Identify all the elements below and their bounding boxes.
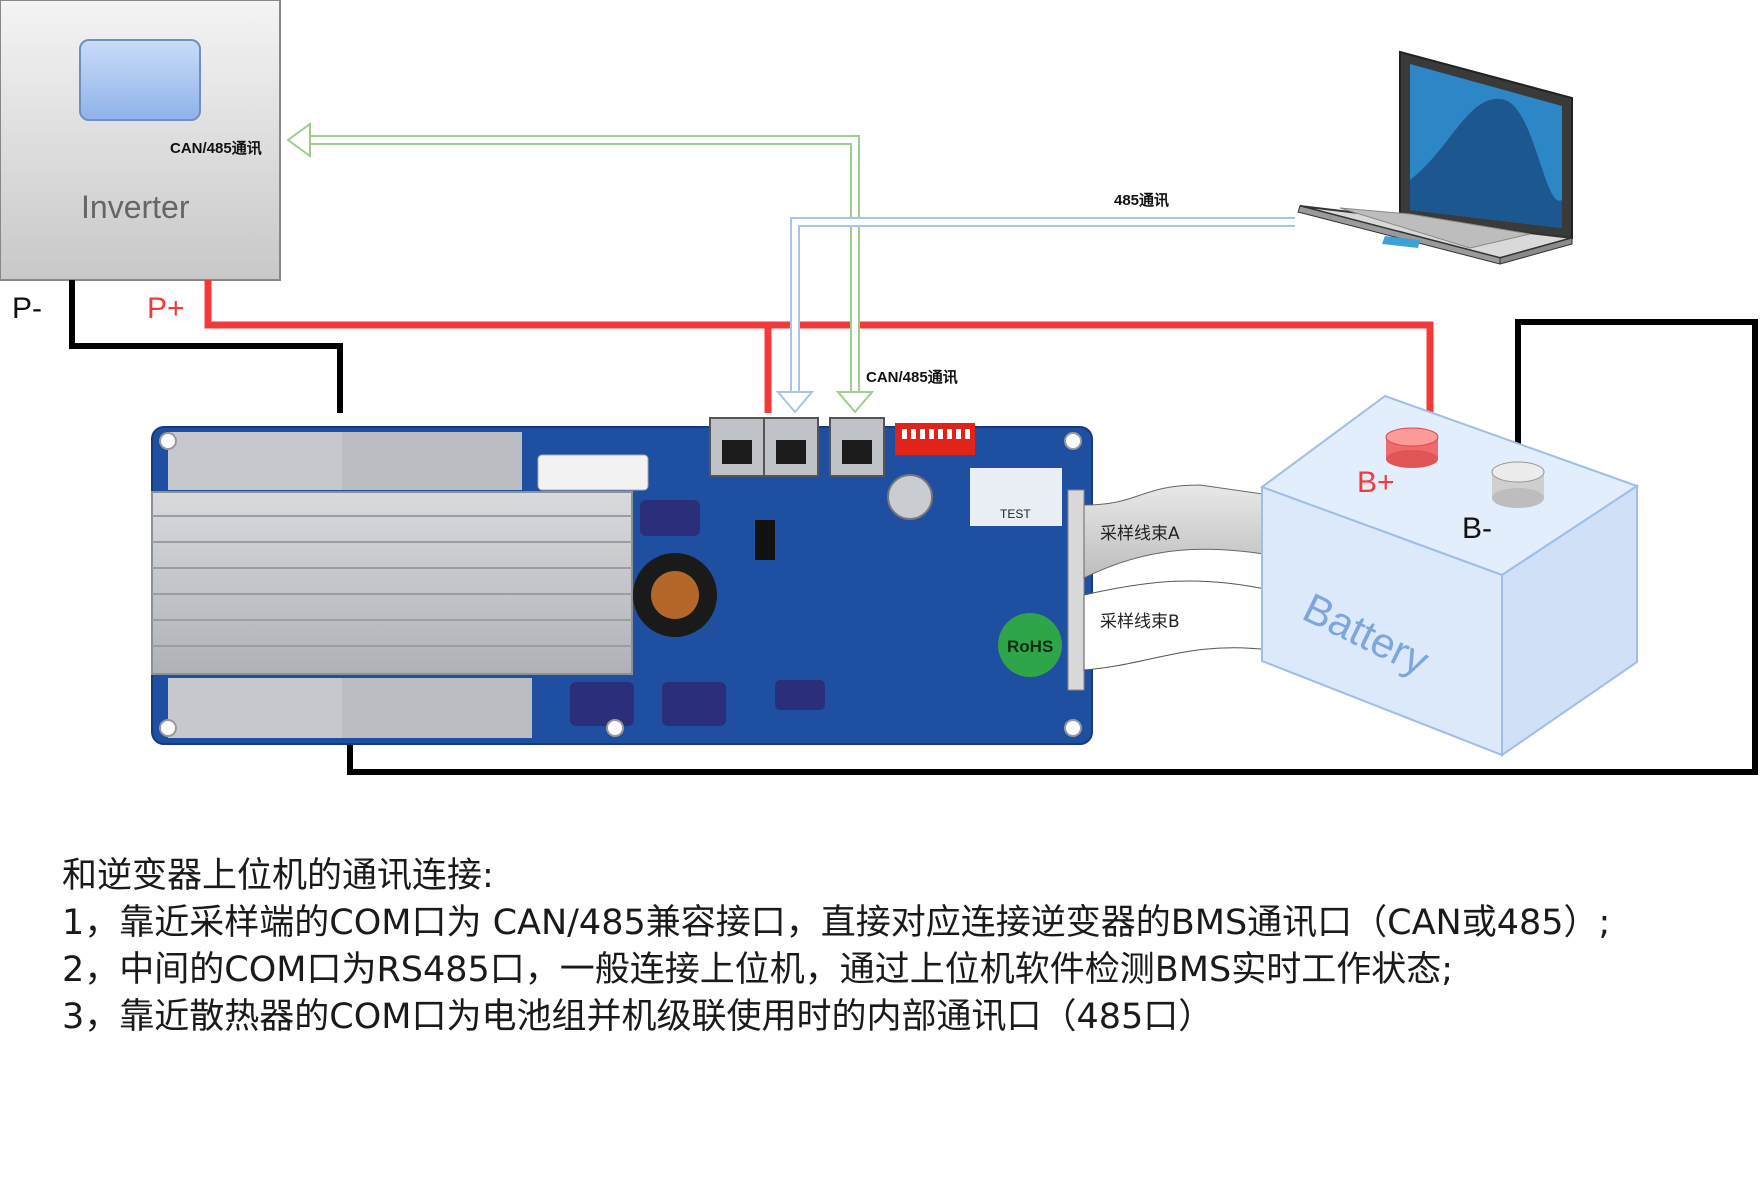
heatsink (151, 491, 633, 675)
harness-b-label: 采样线束B (1100, 612, 1180, 632)
harness-a-label: 采样线束A (1100, 524, 1180, 544)
negative-wire-battery (347, 319, 1758, 775)
battery: Battery (1259, 394, 1640, 757)
note-line-1: 1，靠近采样端的COM口为 CAN/485兼容接口，直接对应连接逆变器的BMS通… (62, 903, 1611, 943)
rohs-sticker (998, 613, 1062, 677)
board-port-label: CAN/485通讯 (866, 369, 958, 386)
rs485-link (775, 217, 1295, 414)
inverter-display (79, 39, 201, 121)
laptop (1297, 50, 1573, 265)
notes-title: 和逆变器上位机的通讯连接: (62, 856, 494, 896)
inverter-negative-label: P- (12, 292, 42, 325)
battery-positive-label: B+ (1357, 466, 1395, 499)
wiring-diagram: CAN/485通讯 Inverter P- P+ 485通讯 CAN/485通讯 (0, 0, 1758, 775)
battery-negative-label: B- (1462, 512, 1492, 545)
positive-wire (204, 280, 1434, 440)
inverter-label: Inverter (81, 189, 190, 225)
battery-negative-terminal (1491, 461, 1545, 508)
dip-switch (895, 423, 975, 455)
board-test-label: TEST (1000, 507, 1031, 521)
negative-wire-inverter (69, 280, 343, 413)
bms-board: TEST RoHS (151, 417, 1093, 745)
note-line-3: 3，靠近散热器的COM口为电池组并机级联使用时的内部通讯口（485口） (62, 997, 1214, 1037)
battery-positive-terminal (1385, 427, 1439, 468)
com-ports (709, 417, 885, 477)
inverter: CAN/485通讯 Inverter (0, 0, 281, 281)
inverter-port-label: CAN/485通讯 (170, 140, 262, 157)
laptop-link-label: 485通讯 (1114, 192, 1169, 209)
rohs-label: RoHS (1007, 637, 1053, 656)
inverter-positive-label: P+ (147, 292, 185, 325)
note-line-2: 2，中间的COM口为RS485口，一般连接上位机，通过上位机软件检测BMS实时工… (62, 950, 1454, 990)
notes: 和逆变器上位机的通讯连接: 1，靠近采样端的COM口为 CAN/485兼容接口，… (62, 853, 1722, 1041)
can-485-link (286, 122, 875, 414)
